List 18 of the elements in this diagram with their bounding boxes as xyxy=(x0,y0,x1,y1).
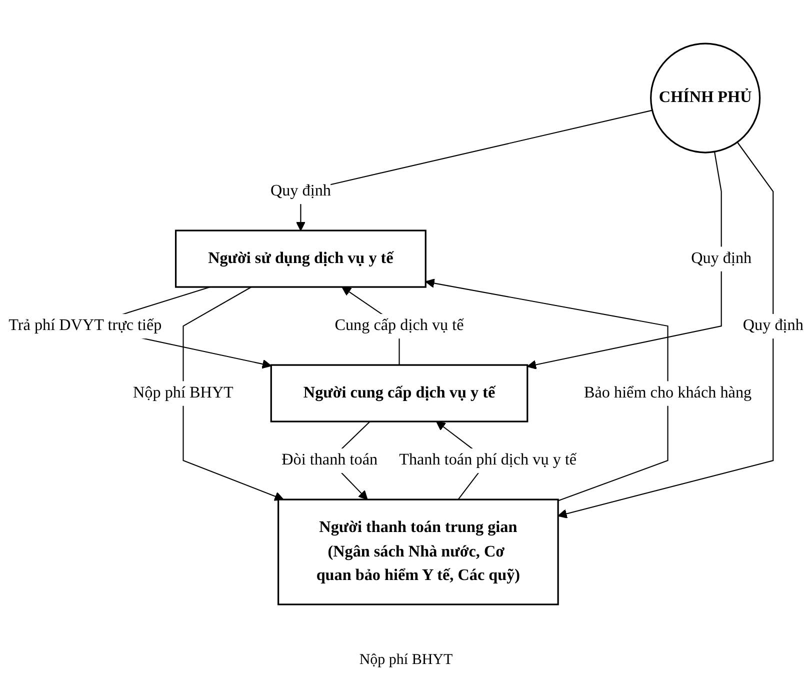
node-box: Người sử dụng dịch vụ y tế xyxy=(174,230,426,288)
node-box: Người thanh toán trung gian (Ngân sách Nhà nước, Cơ quan bảo hiểm Y tế, Các quỹ) xyxy=(278,498,559,606)
node-circle: CHÍNH PHỦ xyxy=(650,42,761,154)
arrow xyxy=(558,142,774,518)
edge-label: Quy định xyxy=(270,182,331,200)
edge-label: Trả phí DVYT trực tiếp xyxy=(8,317,162,334)
arrow xyxy=(182,286,284,501)
node-box: Người cung cấp dịch vụ y tế xyxy=(270,364,528,422)
edge-label: Đòi thanh toán xyxy=(282,452,378,469)
edge-label: Bảo hiểm cho khách hàng xyxy=(584,384,752,402)
edge-label: Nộp phí BHYT xyxy=(133,384,234,402)
arrow xyxy=(296,110,652,231)
arrow xyxy=(526,152,722,370)
edge-label: Thanh toán phí dịch vụ y tế xyxy=(399,452,577,469)
edge-label: Quy định xyxy=(691,250,752,268)
note-text: Nộp phí BHYT xyxy=(359,652,453,668)
edge-label: Cung cấp dịch vụ tế xyxy=(334,317,464,334)
edge-label: Quy định xyxy=(742,317,804,334)
